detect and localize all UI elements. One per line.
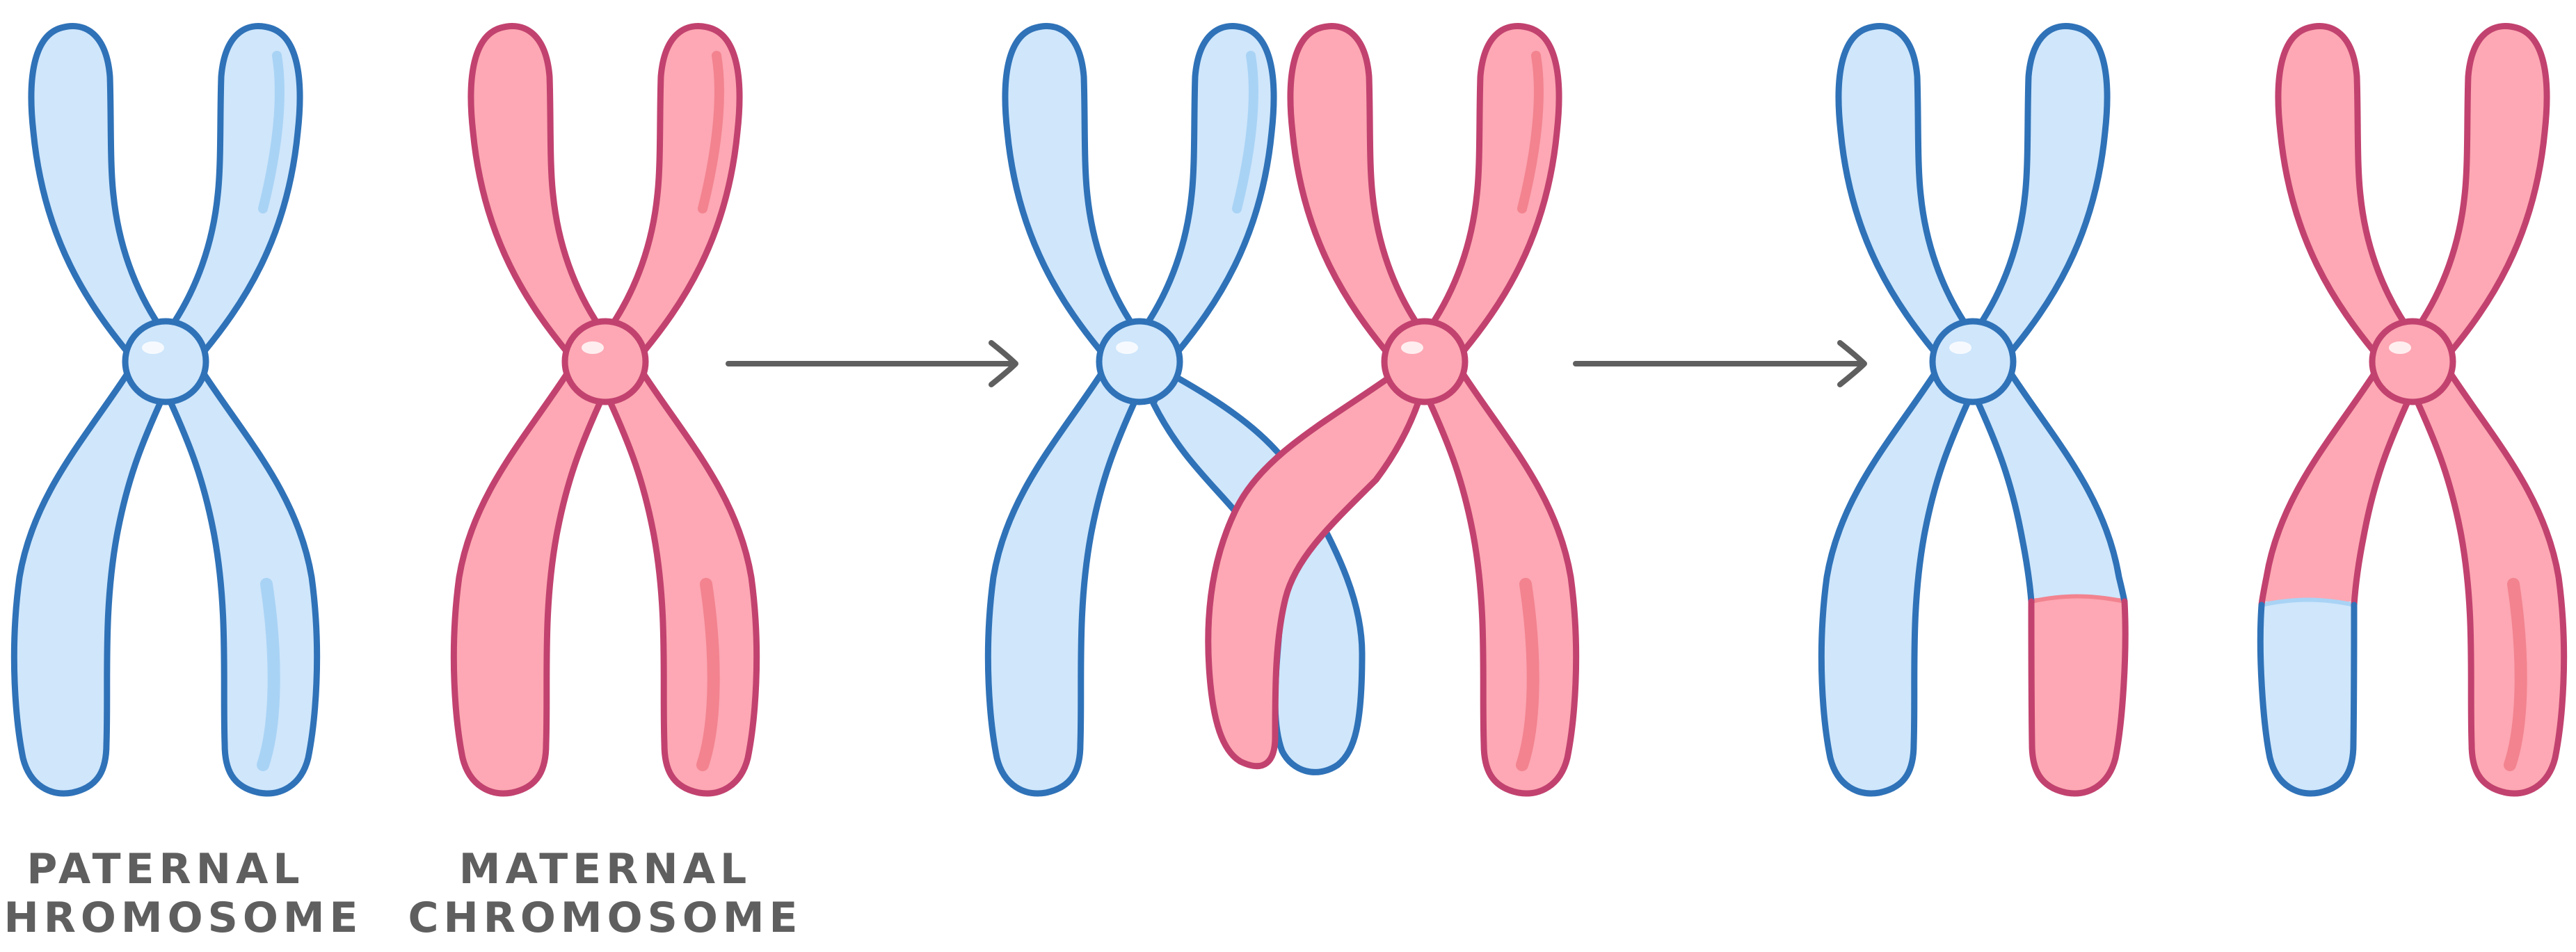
arm-upper-left [31, 26, 160, 356]
arm-lower-right [171, 369, 317, 793]
arm-lower-right [611, 369, 757, 793]
paternal-label-line2: CHROMOSOME [0, 894, 363, 942]
crossing-over-pair [988, 26, 1576, 793]
recombinant-chromosome-maternal [2257, 26, 2564, 824]
paternal-chromosome [14, 26, 317, 793]
centromere [1929, 318, 2017, 405]
centromere [561, 318, 649, 405]
chromosome-icon [454, 26, 756, 793]
chromosome-icon [14, 26, 317, 793]
arrow-right-icon [726, 340, 1018, 387]
centromere [1096, 318, 1183, 405]
centromere [1381, 318, 1469, 405]
maternal-label-line2: CHROMOSOME [408, 894, 802, 942]
recombinant-chromosome-paternal [1821, 26, 2129, 821]
maternal-label-line1: MATERNAL [459, 845, 751, 894]
arm-upper-left [471, 26, 600, 356]
paternal-label-line1: PATERNAL [26, 845, 304, 894]
maternal-chromosome [454, 26, 756, 793]
exchanged-segment [2015, 598, 2125, 793]
maternal-chromosome-crossing [1205, 26, 1576, 793]
crossing-arm-maternal [1205, 369, 1423, 770]
arm-lower-left [14, 369, 160, 793]
arm-lower-left [454, 369, 600, 793]
centromere [122, 318, 209, 405]
centromere [2369, 318, 2456, 405]
arrow-right-icon [1573, 340, 1867, 387]
